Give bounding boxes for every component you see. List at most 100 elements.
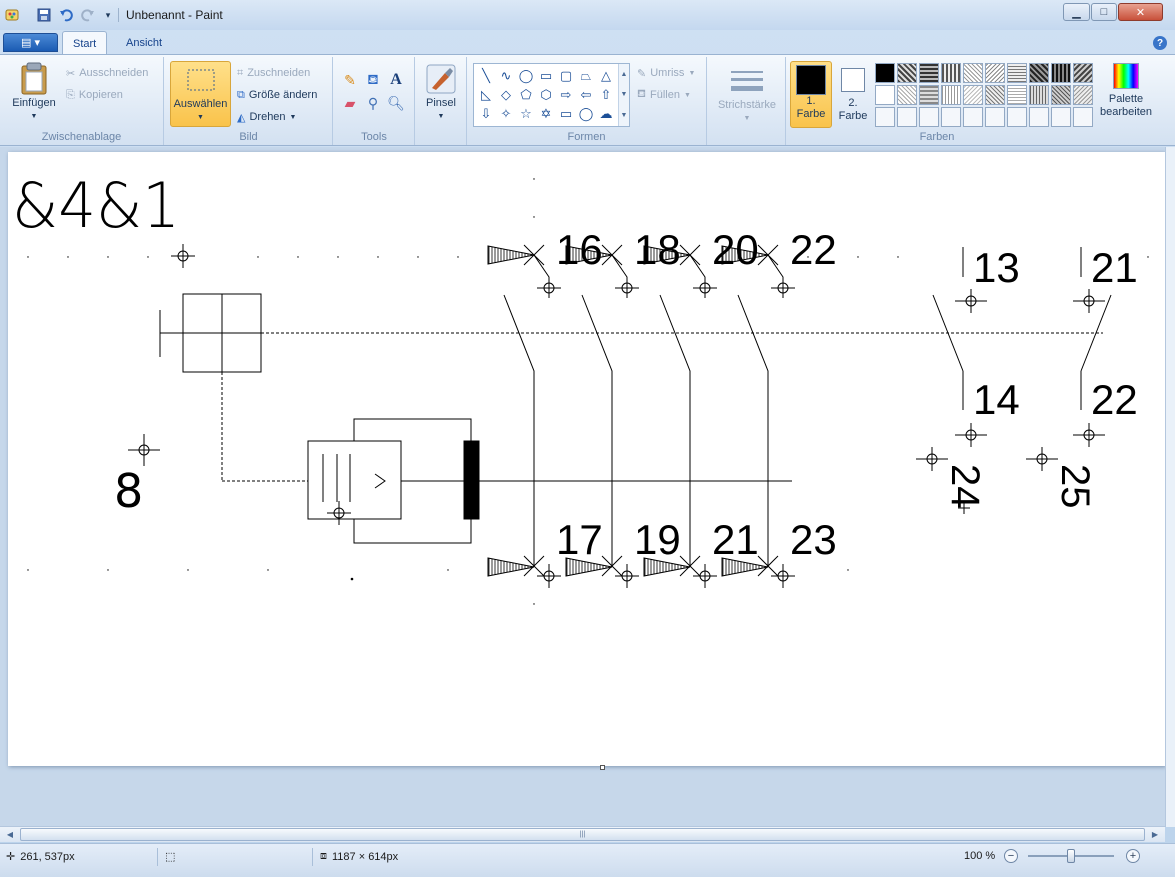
down-arrow-shape-icon[interactable]: ⇩ <box>480 105 492 121</box>
color-picker-icon[interactable]: ⚲ <box>367 94 379 111</box>
pencil-icon[interactable]: ✎ <box>344 71 356 88</box>
fill-bucket-icon[interactable]: ⛾ <box>367 70 379 87</box>
save-icon[interactable] <box>36 7 52 23</box>
customize-toolbar-icon[interactable]: ▾ <box>105 9 111 20</box>
rounded-rectangle-shape-icon[interactable]: ▢ <box>559 67 573 83</box>
palette-swatch[interactable] <box>875 85 895 105</box>
four-point-star-shape-icon[interactable]: ✧ <box>500 105 512 121</box>
resize-button[interactable]: ⧉ Größe ändern <box>237 86 317 104</box>
oval-shape-icon[interactable]: ◯ <box>518 67 534 83</box>
rotate-button[interactable]: ◭ Drehen ▼ <box>237 108 296 126</box>
triangle-shape-icon[interactable]: △ <box>601 67 611 83</box>
color1-button[interactable]: 1. Farbe <box>790 61 832 128</box>
tab-start[interactable]: Start <box>62 31 108 55</box>
polygon-shape-icon[interactable]: ⏢ <box>580 67 592 83</box>
right-triangle-shape-icon[interactable]: ◺ <box>481 86 491 102</box>
fill-button[interactable]: ⛾ Füllen ▼ <box>637 86 691 104</box>
left-arrow-shape-icon[interactable]: ⇦ <box>580 86 592 102</box>
diamond-shape-icon[interactable]: ◇ <box>501 86 511 102</box>
vertical-scrollbar[interactable] <box>1165 147 1175 827</box>
zoom-slider-thumb[interactable] <box>1067 849 1075 863</box>
palette-swatch-empty[interactable] <box>1051 107 1071 127</box>
palette-swatch[interactable] <box>1051 63 1071 83</box>
palette-swatch-empty[interactable] <box>1073 107 1093 127</box>
palette-swatch[interactable] <box>941 63 961 83</box>
help-icon[interactable]: ? <box>1153 36 1167 50</box>
palette-swatch-empty[interactable] <box>1007 107 1027 127</box>
palette-swatch[interactable] <box>985 63 1005 83</box>
tab-view[interactable]: Ansicht <box>126 37 163 49</box>
cut-button[interactable]: ✂ Ausschneiden <box>66 64 148 82</box>
color2-button[interactable]: 2. Farbe <box>834 61 872 128</box>
close-button[interactable]: ✕ <box>1118 3 1163 21</box>
palette-swatch[interactable] <box>919 63 939 83</box>
zoom-out-button[interactable]: − <box>1004 849 1018 863</box>
minimize-button[interactable]: ▁ <box>1063 3 1090 21</box>
select-button[interactable]: Auswählen ▼ <box>170 61 231 127</box>
drawing-canvas[interactable]: &4&1 8 16 18 20 22 17 19 21 23 13 14 21 … <box>8 152 1165 766</box>
palette-swatch[interactable] <box>1073 63 1093 83</box>
scroll-left-icon[interactable]: ◀ <box>6 830 14 839</box>
palette-swatch-empty[interactable] <box>919 107 939 127</box>
maximize-button[interactable]: □ <box>1091 3 1117 21</box>
scroll-up-icon[interactable]: ▲ <box>620 70 628 78</box>
horizontal-scrollbar[interactable]: ◀ ||| ▶ <box>0 826 1165 842</box>
shapes-scrollbar[interactable]: ▲ ▼ ▼ <box>618 64 629 126</box>
palette-swatch[interactable] <box>941 85 961 105</box>
app-menu-button[interactable]: ▤ ▾ <box>3 33 58 52</box>
cut-label: Ausschneiden <box>79 67 149 79</box>
palette-swatch[interactable] <box>919 85 939 105</box>
palette-swatch[interactable] <box>1073 85 1093 105</box>
right-arrow-shape-icon[interactable]: ⇨ <box>560 86 572 102</box>
undo-icon[interactable] <box>58 7 74 23</box>
paste-button[interactable]: Einfügen ▼ <box>8 61 60 123</box>
scroll-right-icon[interactable]: ▶ <box>1151 830 1159 839</box>
palette-swatch[interactable] <box>1051 85 1071 105</box>
palette-swatch[interactable] <box>875 63 895 83</box>
zoom-in-button[interactable]: + <box>1126 849 1140 863</box>
brushes-button[interactable]: Pinsel ▼ <box>420 61 462 123</box>
palette-swatch-empty[interactable] <box>875 107 895 127</box>
canvas-resize-handle[interactable] <box>600 765 605 770</box>
crop-button[interactable]: ⌗ Zuschneiden <box>237 64 310 82</box>
shapes-gallery[interactable]: ╲ ∿ ◯ ▭ ▢ ⏢ △ ◺ ◇ ⬠ ⬡ ⇨ ⇦ ⇧ ⇩ ✧ ☆ <box>473 63 630 127</box>
scroll-down-icon[interactable]: ▼ <box>620 91 628 99</box>
rect-callout-shape-icon[interactable]: ▭ <box>559 105 573 121</box>
five-point-star-shape-icon[interactable]: ☆ <box>520 105 532 121</box>
hexagon-shape-icon[interactable]: ⬡ <box>540 86 552 102</box>
eraser-icon[interactable]: ▰ <box>344 94 356 111</box>
oval-callout-shape-icon[interactable]: ◯ <box>578 105 594 121</box>
six-point-star-shape-icon[interactable]: ✡ <box>540 105 552 121</box>
outline-button[interactable]: ✎ Umriss ▼ <box>637 64 695 82</box>
rectangle-shape-icon[interactable]: ▭ <box>539 67 553 83</box>
up-arrow-shape-icon[interactable]: ⇧ <box>600 86 612 102</box>
palette-swatch[interactable] <box>897 85 917 105</box>
horizontal-scroll-thumb[interactable]: ||| <box>20 828 1145 841</box>
palette-swatch-empty[interactable] <box>985 107 1005 127</box>
palette-swatch-empty[interactable] <box>941 107 961 127</box>
paint-app-icon[interactable] <box>4 7 20 23</box>
palette-swatch[interactable] <box>1029 63 1049 83</box>
size-button[interactable]: Strichstärke ▼ <box>713 65 781 125</box>
palette-swatch[interactable] <box>985 85 1005 105</box>
palette-swatch[interactable] <box>1029 85 1049 105</box>
palette-swatch-empty[interactable] <box>963 107 983 127</box>
redo-icon[interactable] <box>80 7 96 23</box>
copy-button[interactable]: ⎘ Kopieren <box>66 86 123 104</box>
text-tool-icon[interactable]: A <box>390 71 402 88</box>
palette-swatch[interactable] <box>1007 85 1027 105</box>
edit-palette-button[interactable]: Palette bearbeiten <box>1095 63 1157 128</box>
expand-gallery-icon[interactable]: ▼ <box>620 112 628 120</box>
line-width-icon <box>730 65 764 99</box>
palette-swatch-empty[interactable] <box>1029 107 1049 127</box>
palette-swatch[interactable] <box>963 85 983 105</box>
magnifier-icon[interactable]: 🔍︎ <box>387 94 405 111</box>
pentagon-shape-icon[interactable]: ⬠ <box>520 86 532 102</box>
palette-swatch-empty[interactable] <box>897 107 917 127</box>
line-shape-icon[interactable]: ╲ <box>482 67 490 83</box>
cloud-callout-shape-icon[interactable]: ☁ <box>599 105 613 121</box>
palette-swatch[interactable] <box>897 63 917 83</box>
curve-shape-icon[interactable]: ∿ <box>500 67 512 83</box>
palette-swatch[interactable] <box>963 63 983 83</box>
palette-swatch[interactable] <box>1007 63 1027 83</box>
